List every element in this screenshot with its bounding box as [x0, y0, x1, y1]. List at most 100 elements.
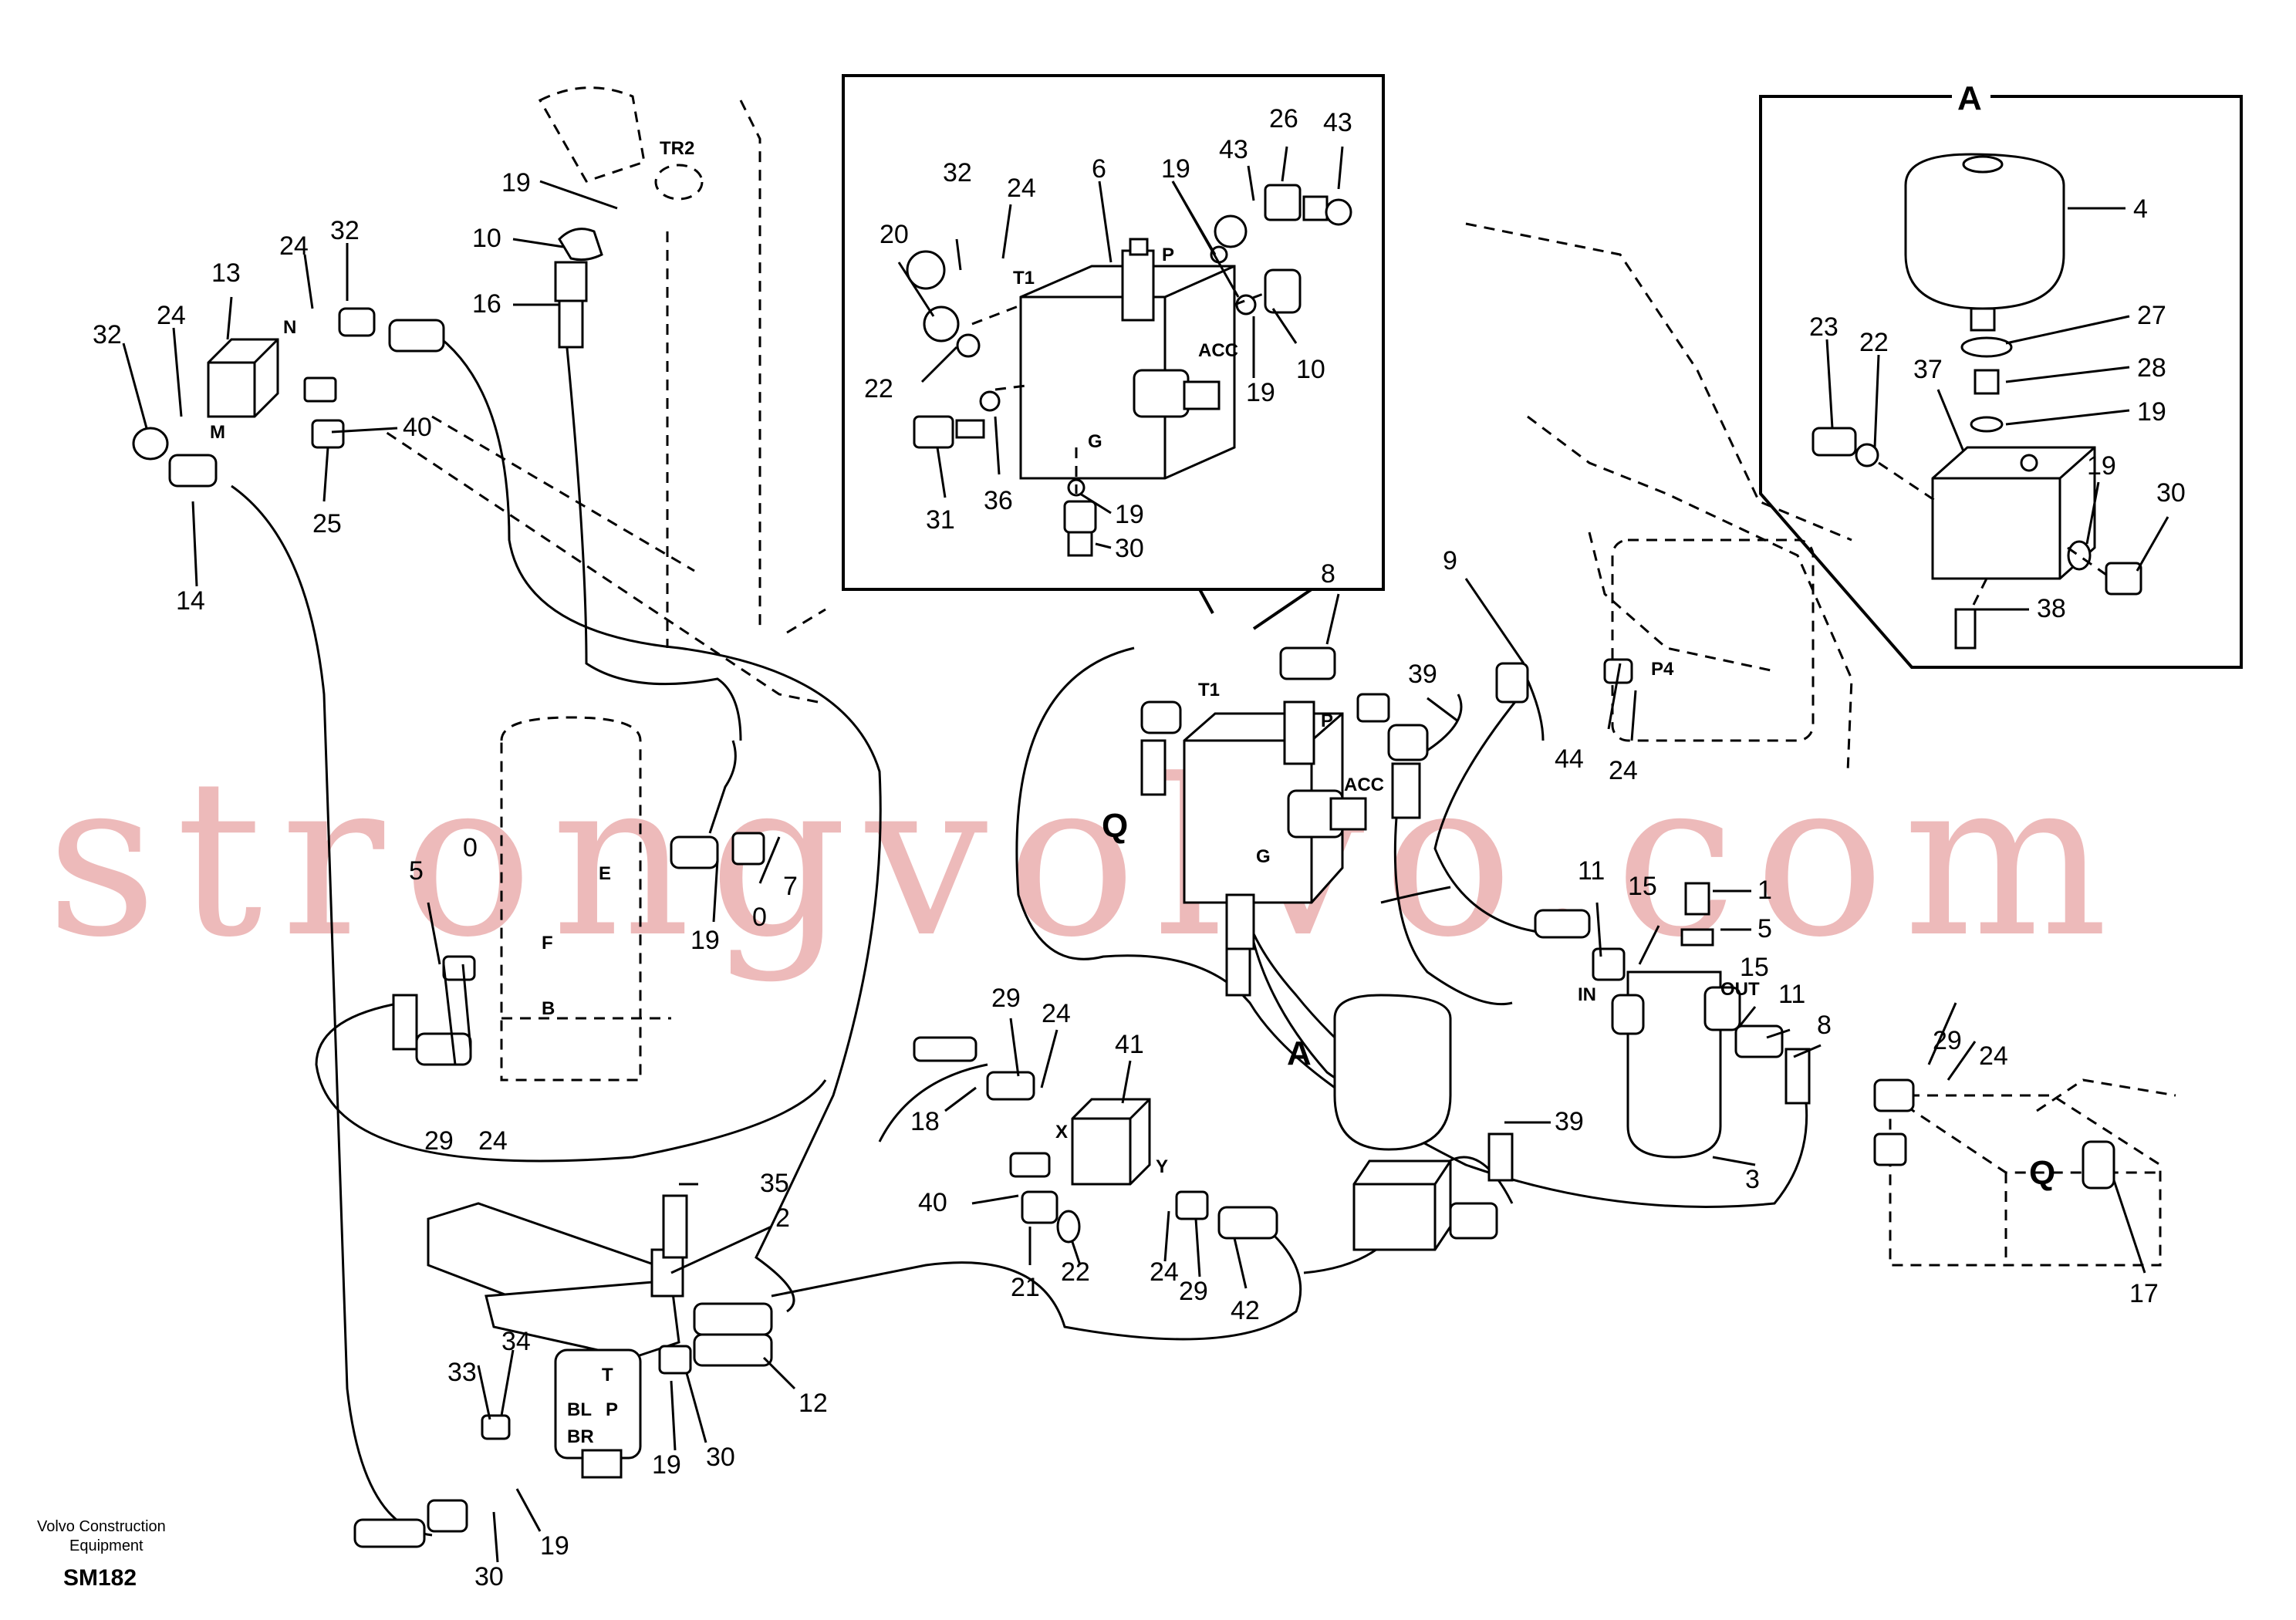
view-marker-q-left: Q: [1102, 807, 1128, 845]
label-11: 11: [1578, 856, 1605, 886]
port-acc-main: ACC: [1344, 775, 1384, 795]
port-f: F: [542, 933, 553, 953]
view-marker-a: A: [1287, 1034, 1312, 1072]
label-39: 39: [1408, 660, 1437, 689]
label-32: 32: [93, 320, 122, 349]
label-19: 19: [540, 1531, 569, 1561]
label-5: 5: [409, 856, 424, 886]
label-19: 19: [1115, 500, 1144, 529]
label-2: 2: [775, 1203, 790, 1233]
label-39: 39: [1555, 1107, 1584, 1136]
label-30: 30: [1115, 534, 1144, 563]
label-10: 10: [1296, 355, 1325, 384]
label-40: 40: [403, 413, 432, 442]
main-components: [122, 180, 2146, 1563]
label-19: 19: [1161, 154, 1190, 184]
label-37: 37: [1913, 355, 1943, 384]
label-19: 19: [690, 926, 720, 955]
port-p-main: P: [1321, 710, 1333, 731]
port-t1-detail: T1: [1013, 268, 1035, 289]
label-36: 36: [984, 486, 1013, 515]
label-15: 15: [1740, 953, 1769, 982]
label-19: 19: [2137, 397, 2166, 427]
port-in: IN: [1578, 984, 1596, 1005]
label-30: 30: [474, 1562, 504, 1591]
port-bl: BL: [567, 1399, 592, 1420]
label-31: 31: [926, 505, 955, 535]
company-line1: Volvo Construction: [37, 1518, 166, 1535]
machine-outlines: [385, 86, 2176, 1267]
label-34: 34: [501, 1327, 531, 1356]
label-7: 7: [783, 872, 798, 901]
label-17: 17: [2129, 1279, 2159, 1308]
port-p4: P4: [1651, 659, 1674, 680]
label-24: 24: [1042, 999, 1071, 1028]
label-15: 15: [1628, 872, 1657, 901]
port-p-detail: P: [1162, 245, 1174, 265]
part-number-labels: 19 10 16 24 32 13 32 24 40 25 14 32 24 6…: [93, 104, 2186, 1591]
label-16: 16: [472, 289, 501, 319]
label-41: 41: [1115, 1030, 1144, 1059]
label-0: 0: [752, 903, 767, 932]
label-8: 8: [1817, 1011, 1832, 1040]
label-19: 19: [2087, 451, 2116, 481]
label-24: 24: [1979, 1041, 2008, 1071]
label-29: 29: [1933, 1026, 1962, 1055]
port-out: OUT: [1720, 979, 1760, 1000]
label-8: 8: [1321, 559, 1335, 589]
label-40: 40: [918, 1188, 947, 1217]
detail-a-title: A: [1957, 79, 1982, 117]
port-acc-detail: ACC: [1198, 340, 1238, 361]
label-18: 18: [910, 1107, 940, 1136]
label-19: 19: [652, 1450, 681, 1480]
footer: Volvo Construction Equipment SM182: [37, 1518, 166, 1591]
label-5: 5: [1757, 914, 1772, 943]
label-26: 26: [1269, 104, 1298, 133]
label-24: 24: [1150, 1257, 1179, 1287]
label-21: 21: [1011, 1273, 1040, 1302]
port-t-pedal: T: [602, 1365, 613, 1385]
port-g-main: G: [1256, 846, 1271, 867]
label-24: 24: [1609, 756, 1638, 785]
port-m: M: [210, 422, 225, 443]
port-g-detail: G: [1088, 431, 1102, 452]
label-38: 38: [2037, 594, 2066, 623]
port-labels: TR2 N M T1 P ACC G T1 P ACC G P4 E F B X…: [210, 138, 1760, 1447]
label-24: 24: [157, 301, 186, 330]
label-6: 6: [1092, 154, 1106, 184]
port-b: B: [542, 998, 555, 1019]
label-20: 20: [880, 220, 909, 249]
label-27: 27: [2137, 301, 2166, 330]
label-23: 23: [1809, 312, 1838, 342]
label-25: 25: [312, 509, 342, 538]
label-9: 9: [1443, 546, 1457, 575]
port-p-pedal: P: [606, 1399, 618, 1420]
detail-view-a: A: [1759, 77, 2243, 669]
port-x: X: [1055, 1122, 1068, 1142]
label-33: 33: [447, 1358, 477, 1387]
watermark: strongvolvo.com: [46, 734, 2126, 985]
label-11: 11: [1778, 980, 1805, 1009]
port-y: Y: [1156, 1156, 1168, 1177]
label-22: 22: [864, 374, 893, 403]
label-24: 24: [279, 231, 309, 261]
label-43: 43: [1323, 108, 1352, 137]
label-32: 32: [943, 158, 972, 187]
label-19: 19: [1246, 378, 1275, 407]
label-24: 24: [478, 1126, 508, 1156]
label-19: 19: [501, 168, 531, 197]
label-10: 10: [472, 224, 501, 253]
port-e: E: [599, 863, 611, 884]
label-42: 42: [1231, 1296, 1260, 1325]
label-30: 30: [2156, 478, 2186, 508]
label-30: 30: [706, 1443, 735, 1472]
label-43: 43: [1219, 135, 1248, 164]
port-tr2: TR2: [660, 138, 694, 159]
label-32: 32: [330, 216, 360, 245]
label-44: 44: [1555, 744, 1584, 774]
port-br: BR: [567, 1426, 594, 1447]
label-29: 29: [424, 1126, 454, 1156]
label-29: 29: [991, 984, 1021, 1013]
view-marker-q-right: Q: [2029, 1154, 2055, 1192]
